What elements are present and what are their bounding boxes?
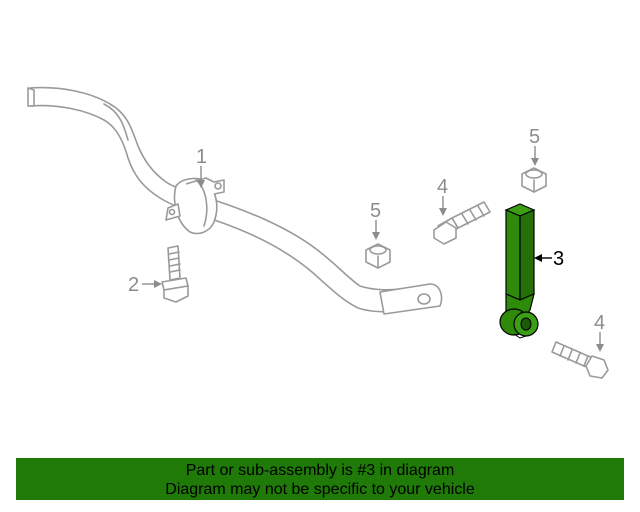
callout-5-upper-label: 5 bbox=[529, 126, 540, 148]
callout-5-middle: 5 bbox=[370, 200, 381, 240]
nut-upper-right bbox=[521, 167, 547, 193]
bolt-upper bbox=[433, 201, 491, 245]
callout-3: 3 bbox=[534, 248, 564, 270]
bushing-bracket bbox=[165, 177, 225, 235]
callout-4-lower-label: 4 bbox=[594, 312, 605, 334]
nut-middle bbox=[365, 243, 391, 269]
callout-4-lower: 4 bbox=[594, 312, 605, 352]
callout-1-label: 1 bbox=[196, 146, 207, 168]
callout-2-label: 2 bbox=[128, 274, 139, 296]
callout-5-middle-label: 5 bbox=[370, 200, 381, 222]
stabilizer-link-highlighted bbox=[499, 203, 539, 339]
callout-1: 1 bbox=[196, 146, 207, 188]
callout-3-label: 3 bbox=[553, 248, 564, 270]
bolt-lower-right bbox=[551, 341, 609, 379]
callout-2: 2 bbox=[128, 274, 162, 296]
callout-4-upper: 4 bbox=[437, 176, 448, 216]
bolt-left bbox=[161, 245, 189, 303]
banner-line-disclaimer: Diagram may not be specific to your vehi… bbox=[165, 481, 475, 498]
callout-5-upper: 5 bbox=[529, 126, 540, 166]
callout-4-upper-label: 4 bbox=[437, 176, 448, 198]
info-banner: Part or sub-assembly is #3 in diagram Di… bbox=[16, 458, 624, 500]
banner-line-part: Part or sub-assembly is #3 in diagram bbox=[185, 462, 455, 479]
